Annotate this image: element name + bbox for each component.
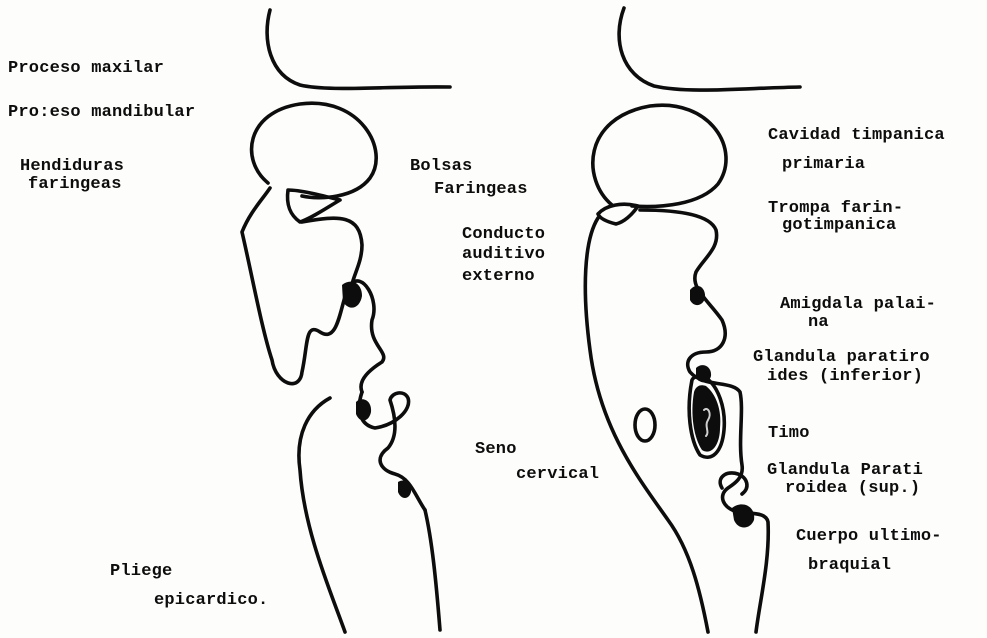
- label-inferior-parathyroid-2: ides (inferior): [767, 368, 923, 385]
- label-auditory-tube-2: gotimpanica: [782, 217, 896, 234]
- label-superior-parathyroid-2: roidea (sup.): [785, 480, 920, 497]
- label-inferior-parathyroid-1: Glandula paratiro: [753, 349, 930, 366]
- left-body-curve: [299, 398, 345, 632]
- left-neck-line: [425, 510, 440, 630]
- left-spot-1: [342, 282, 362, 308]
- right-inferior-parathyroid-spot: [696, 365, 711, 382]
- right-head-curve: [619, 8, 800, 90]
- right-tonsil-spot: [690, 286, 705, 305]
- right-cervical-vesicle: [635, 409, 655, 441]
- label-ultimobranchial-body-1: Cuerpo ultimo-: [796, 528, 942, 545]
- label-epicardial-fold-1: Pliege: [110, 563, 172, 580]
- label-pharyngeal-clefts-2: faringeas: [28, 176, 122, 193]
- label-auditory-tube-1: Trompa farin-: [768, 200, 903, 217]
- label-epicardial-fold-2: epicardico.: [154, 592, 268, 609]
- left-figure-outline: [242, 10, 450, 632]
- label-pharyngeal-pouches-1: Bolsas: [410, 158, 472, 175]
- right-thymus-fill: [692, 385, 720, 451]
- label-ultimobranchial-body-2: braquial: [808, 557, 891, 574]
- label-pharyngeal-clefts-1: Hendiduras: [20, 158, 124, 175]
- label-ear-canal-3: externo: [462, 268, 535, 285]
- label-cervical-sinus-2: cervical: [516, 466, 599, 483]
- left-cleft-spots: [342, 282, 411, 498]
- right-figure-outline: [585, 8, 800, 632]
- label-palatine-tonsil-1: Amigdala palai-: [780, 296, 936, 313]
- left-second-arch-top: [302, 218, 362, 290]
- label-cervical-sinus-1: Seno: [475, 441, 517, 458]
- label-maxillary-process: Proceso maxilar: [8, 60, 164, 77]
- left-head-curve: [267, 10, 450, 88]
- right-ultimobranchial-spot: [732, 504, 754, 527]
- left-spot-2: [356, 399, 371, 420]
- label-tympanic-cavity-1: Cavidad timpanica: [768, 127, 945, 144]
- label-pharyngeal-pouches-2: Faringeas: [434, 181, 528, 198]
- left-first-arch: [252, 103, 377, 197]
- label-tympanic-cavity-2: primaria: [782, 156, 865, 173]
- right-first-arch: [593, 105, 726, 206]
- label-ear-canal-1: Conducto: [462, 226, 545, 243]
- label-thymus: Timo: [768, 425, 810, 442]
- label-superior-parathyroid-1: Glandula Parati: [767, 462, 923, 479]
- label-mandibular-process: Pro:eso mandibular: [8, 104, 195, 121]
- label-palatine-tonsil-2: na: [808, 314, 829, 331]
- label-ear-canal-2: auditivo: [462, 246, 545, 263]
